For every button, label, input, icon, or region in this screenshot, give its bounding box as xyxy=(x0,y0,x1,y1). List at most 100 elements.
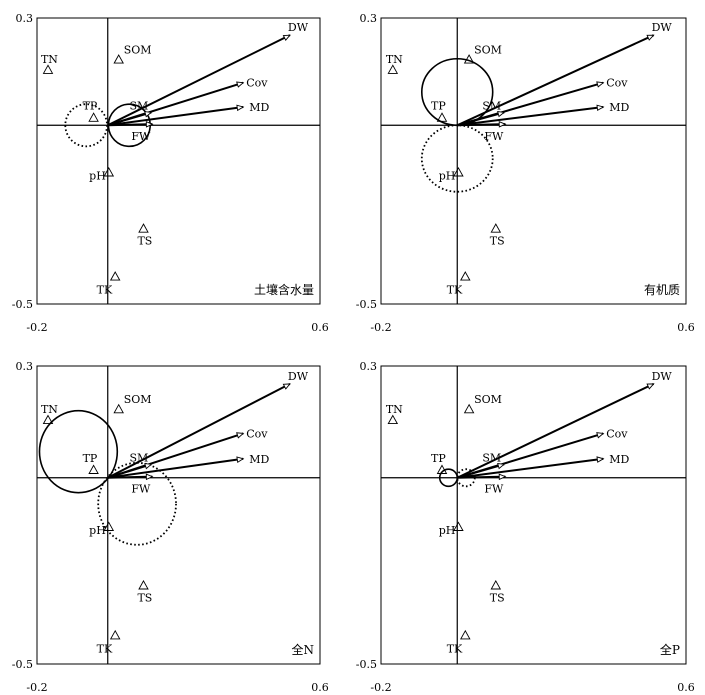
point-marker-tn xyxy=(42,414,54,425)
point-marker-tk xyxy=(109,271,121,281)
arrow-label-md: MD xyxy=(249,453,269,466)
arrowhead-fw xyxy=(145,121,154,128)
x-tick-label-left: -0.2 xyxy=(26,321,47,334)
projection-circle-solid xyxy=(38,409,119,494)
arrow-label-fw: FW xyxy=(131,483,151,496)
arrow-md xyxy=(107,106,244,127)
arrow-dw xyxy=(107,34,291,127)
point-label-tn: TN xyxy=(386,53,403,66)
point-label-tp: TP xyxy=(83,452,98,465)
point-marker-ts xyxy=(138,223,149,233)
y-tick-label-bottom: -0.5 xyxy=(12,658,33,671)
plot-frame xyxy=(36,365,321,665)
point-label-ph: pH xyxy=(89,524,106,537)
arrow-sm xyxy=(107,463,152,479)
point-label-tk: TK xyxy=(97,642,113,655)
point-label-som: SOM xyxy=(474,43,502,56)
point-label-tn: TN xyxy=(41,403,58,416)
arrow-label-cov: Cov xyxy=(606,77,628,90)
point-marker-tn xyxy=(387,64,399,74)
arrow-label-dw: DW xyxy=(652,370,673,383)
arrowhead-md xyxy=(596,104,605,112)
point-marker-tn xyxy=(387,414,399,425)
point-label-tp: TP xyxy=(431,452,446,465)
arrow-md xyxy=(107,457,244,479)
arrow-sm xyxy=(107,111,152,127)
point-marker-tp xyxy=(88,112,99,122)
x-tick-label-right: 0.6 xyxy=(677,681,695,694)
arrow-dw xyxy=(107,382,291,479)
arrow-sm xyxy=(456,111,505,127)
point-label-tp: TP xyxy=(83,100,98,113)
arrow-dw xyxy=(456,34,655,127)
point-marker-ph xyxy=(103,521,115,531)
arrow-md xyxy=(457,106,604,127)
plot-frame xyxy=(36,17,321,305)
arrow-label-cov: Cov xyxy=(246,427,268,440)
arrow-label-sm: SM xyxy=(482,99,501,112)
point-label-tk: TK xyxy=(447,283,463,296)
panel-title: 土壤含水量 xyxy=(254,282,314,297)
point-label-ts: TS xyxy=(137,591,152,604)
y-tick-label-bottom: -0.5 xyxy=(12,298,33,311)
arrowhead-fw xyxy=(498,121,507,128)
point-label-ts: TS xyxy=(137,235,152,248)
y-tick-label-top: 0.3 xyxy=(16,360,34,373)
arrow-md xyxy=(457,457,604,479)
point-marker-tk xyxy=(460,629,471,640)
point-marker-tk xyxy=(109,629,121,640)
x-tick-label-left: -0.2 xyxy=(370,681,391,694)
arrow-label-dw: DW xyxy=(652,21,673,34)
x-tick-label-right: 0.6 xyxy=(311,681,329,694)
arrow-sm xyxy=(456,463,505,479)
point-label-tn: TN xyxy=(41,53,58,66)
y-tick-label-top: 0.3 xyxy=(16,12,34,25)
panel-title: 全N xyxy=(291,642,314,657)
arrowhead-sm xyxy=(144,111,153,118)
arrow-label-md: MD xyxy=(609,453,629,466)
point-label-ph: pH xyxy=(439,169,456,182)
point-marker-ts xyxy=(490,223,502,233)
arrow-fw xyxy=(457,475,506,479)
arrow-label-sm: SM xyxy=(129,99,148,112)
projection-circle-dotted xyxy=(420,124,494,193)
arrow-label-sm: SM xyxy=(129,451,148,464)
point-marker-tn xyxy=(42,64,54,74)
arrow-fw xyxy=(107,123,153,127)
arrowhead-fw xyxy=(145,473,154,481)
point-label-ts: TS xyxy=(490,235,505,248)
point-label-tn: TN xyxy=(386,403,403,416)
arrow-label-dw: DW xyxy=(288,370,309,383)
x-tick-label-right: 0.6 xyxy=(311,321,329,334)
arrow-label-md: MD xyxy=(609,101,629,114)
point-label-ts: TS xyxy=(490,591,505,604)
arrow-label-sm: SM xyxy=(482,451,501,464)
point-marker-ts xyxy=(490,579,502,590)
point-marker-tp xyxy=(436,112,448,122)
arrowhead-cov xyxy=(596,81,605,88)
arrowhead-cov xyxy=(236,432,245,439)
x-tick-label-left: -0.2 xyxy=(370,321,391,334)
x-tick-label-right: 0.6 xyxy=(677,321,695,334)
point-marker-ph xyxy=(453,521,464,531)
point-label-tp: TP xyxy=(431,100,446,113)
arrow-label-fw: FW xyxy=(484,130,504,143)
arrow-label-fw: FW xyxy=(484,483,504,496)
arrow-fw xyxy=(107,475,153,479)
y-tick-label-bottom: -0.5 xyxy=(356,658,377,671)
arrow-label-fw: FW xyxy=(131,130,151,143)
x-tick-label-left: -0.2 xyxy=(26,681,47,694)
point-label-som: SOM xyxy=(124,393,152,406)
arrow-fw xyxy=(457,123,506,127)
arrowhead-sm xyxy=(497,110,506,118)
point-marker-ts xyxy=(138,579,149,590)
panel-title: 有机质 xyxy=(644,283,680,297)
arrowhead-dw xyxy=(646,34,655,41)
arrow-label-cov: Cov xyxy=(246,77,268,90)
y-tick-label-top: 0.3 xyxy=(360,12,378,25)
point-label-ph: pH xyxy=(439,524,456,537)
point-label-ph: pH xyxy=(89,169,106,182)
arrowhead-dw xyxy=(646,383,655,390)
